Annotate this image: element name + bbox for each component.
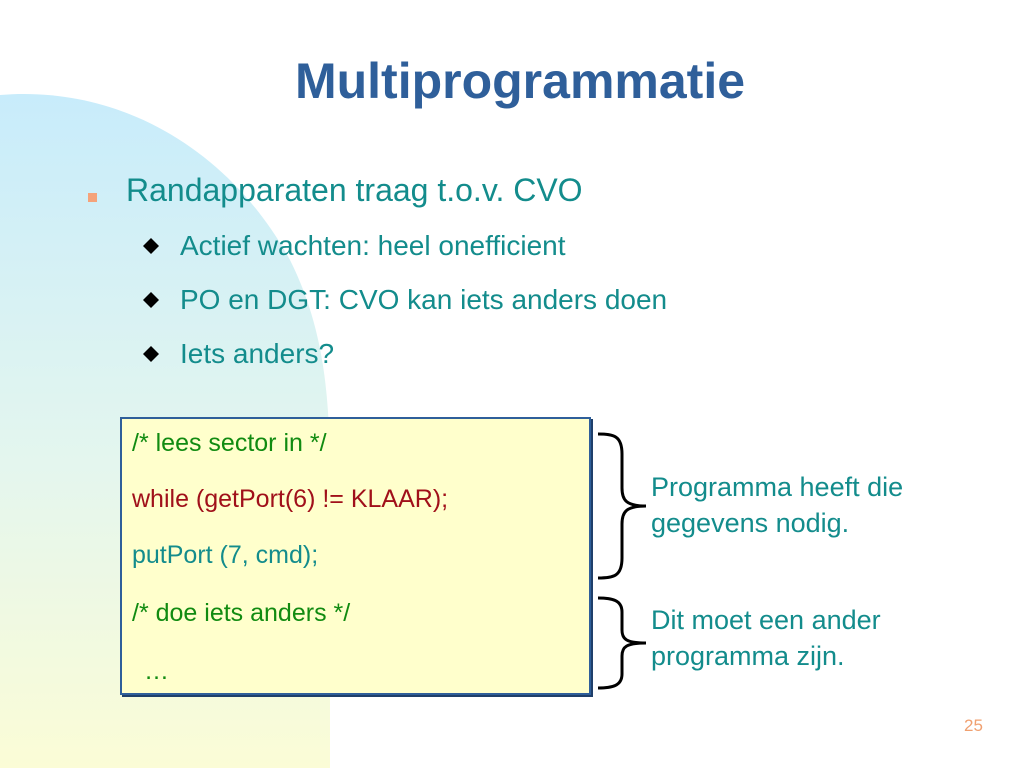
square-bullet-icon	[88, 193, 97, 202]
code-line-comment: /* doe iets anders */	[132, 599, 351, 627]
diamond-bullet-icon	[143, 292, 159, 308]
sub-bullet-text: Actief wachten: heel onefficient	[180, 230, 566, 261]
sub-bullet: Iets anders?	[142, 338, 334, 370]
note-line: Programma heeft die	[651, 472, 904, 502]
code-line-ellipsis: …	[144, 657, 169, 685]
note-lower: Dit moet een ander programma zijn.	[651, 602, 881, 674]
sub-bullet-text: PO en DGT: CVO kan iets anders doen	[180, 284, 668, 315]
sub-bullet: Actief wachten: heel onefficient	[142, 230, 566, 262]
code-line-comment: /* lees sector in */	[132, 429, 327, 457]
note-upper: Programma heeft die gegevens nodig.	[651, 469, 903, 541]
slide-title: Multiprogrammatie	[294, 53, 746, 109]
right-curly-brace-icon	[597, 596, 647, 690]
code-box: /* lees sector in */ while (getPort(6) !…	[120, 417, 591, 695]
code-line-putport: putPort (7, cmd);	[132, 541, 319, 569]
main-bullet-text: Randapparaten traag t.o.v. CVO	[126, 172, 583, 208]
note-line: programma zijn.	[651, 641, 845, 671]
diamond-bullet-icon	[143, 238, 159, 254]
main-bullet: Randapparaten traag t.o.v. CVO	[88, 172, 583, 209]
sub-bullet-text: Iets anders?	[180, 338, 335, 369]
note-line: gegevens nodig.	[651, 508, 850, 538]
note-line: Dit moet een ander	[651, 605, 881, 635]
code-line-while: while (getPort(6) != KLAAR);	[132, 485, 449, 513]
right-curly-brace-icon	[597, 432, 647, 580]
page-number: 25	[964, 716, 983, 735]
diamond-bullet-icon	[143, 346, 159, 362]
sub-bullet: PO en DGT: CVO kan iets anders doen	[142, 284, 667, 316]
